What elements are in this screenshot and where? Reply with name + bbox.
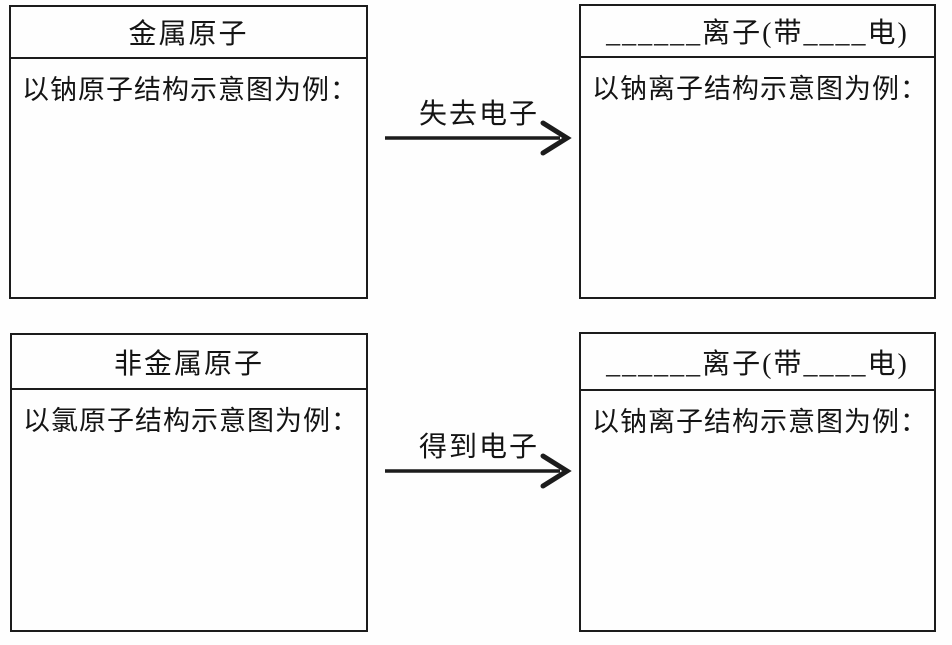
nonmetal-atom-body: 以氯原子结构示意图为例： [23, 406, 359, 436]
gain-electrons-label: 得到电子 [418, 432, 539, 463]
metal-ion-title: ______离子(带____电) [581, 6, 934, 58]
nonmetal-ion-body: 以钠离子结构示意图为例： [592, 407, 928, 437]
metal-atom-box: 金属原子 以钠原子结构示意图为例： [9, 5, 368, 299]
nonmetal-atom-box: 非金属原子 以氯原子结构示意图为例： [10, 333, 368, 632]
metal-atom-body: 以钠原子结构示意图为例： [22, 75, 358, 105]
lose-electrons-label: 失去电子 [418, 99, 539, 130]
nonmetal-atom-title: 非金属原子 [12, 335, 366, 390]
right-arrow-icon [385, 120, 572, 156]
right-arrow-icon [385, 453, 572, 489]
metal-ion-box: ______离子(带____电) 以钠离子结构示意图为例： [579, 4, 936, 299]
metal-atom-title: 金属原子 [11, 7, 366, 59]
nonmetal-ion-box: ______离子(带____电) 以钠离子结构示意图为例： [579, 332, 936, 632]
nonmetal-ion-title: ______离子(带____电) [581, 334, 934, 391]
metal-ion-body: 以钠离子结构示意图为例： [592, 74, 928, 104]
